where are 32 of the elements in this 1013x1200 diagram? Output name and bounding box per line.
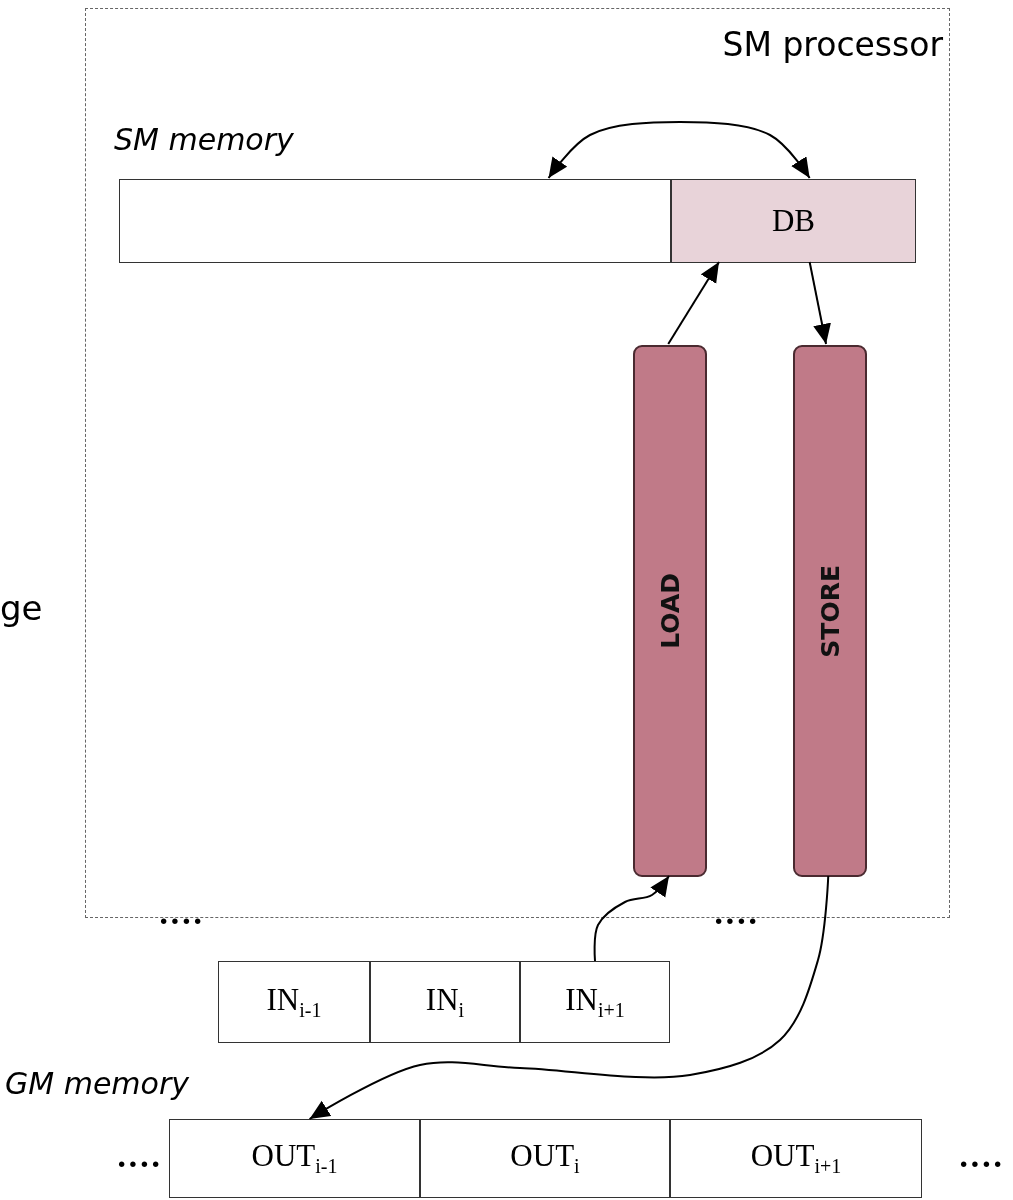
cell-label: IN$_{i-1}$ <box>266 981 322 1023</box>
array-cell <box>169 1119 420 1198</box>
arrow <box>593 875 670 962</box>
array-cell <box>370 961 520 1043</box>
bar-label: STORE <box>815 564 845 658</box>
ellipsis-dots: ···· <box>713 902 759 940</box>
arrow <box>808 261 831 345</box>
cell-label: OUT$_{i-1}$ <box>251 1138 338 1179</box>
cell-label: OUT$_{i}$ <box>510 1138 580 1179</box>
cell-label: IN$_{i+1}$ <box>565 981 625 1023</box>
array-cell <box>420 1119 670 1198</box>
store-bar <box>793 345 867 877</box>
arrow <box>667 261 720 345</box>
ellipsis-dots: ···· <box>958 1145 1004 1183</box>
cell-label: DB <box>771 203 816 239</box>
array-cell <box>218 961 370 1043</box>
memory-title: SM memory <box>114 122 294 157</box>
arrow <box>547 121 811 179</box>
load-bar <box>633 345 707 877</box>
array-cell <box>520 961 670 1043</box>
memory-title: GM memory <box>5 1066 189 1101</box>
partial-label: ge <box>0 588 43 628</box>
ellipsis-dots: ···· <box>116 1145 162 1183</box>
ellipsis-dots: ···· <box>158 902 204 940</box>
frame-title: SM processor <box>722 25 943 64</box>
arrow <box>308 875 830 1120</box>
dashed-frame <box>85 8 950 918</box>
cell-label: OUT$_{i+1}$ <box>750 1138 842 1179</box>
array-cell <box>670 1119 922 1198</box>
bar-label: LOAD <box>655 573 685 649</box>
db-segment <box>671 179 916 263</box>
cell-label: IN$_{i}$ <box>425 981 465 1023</box>
